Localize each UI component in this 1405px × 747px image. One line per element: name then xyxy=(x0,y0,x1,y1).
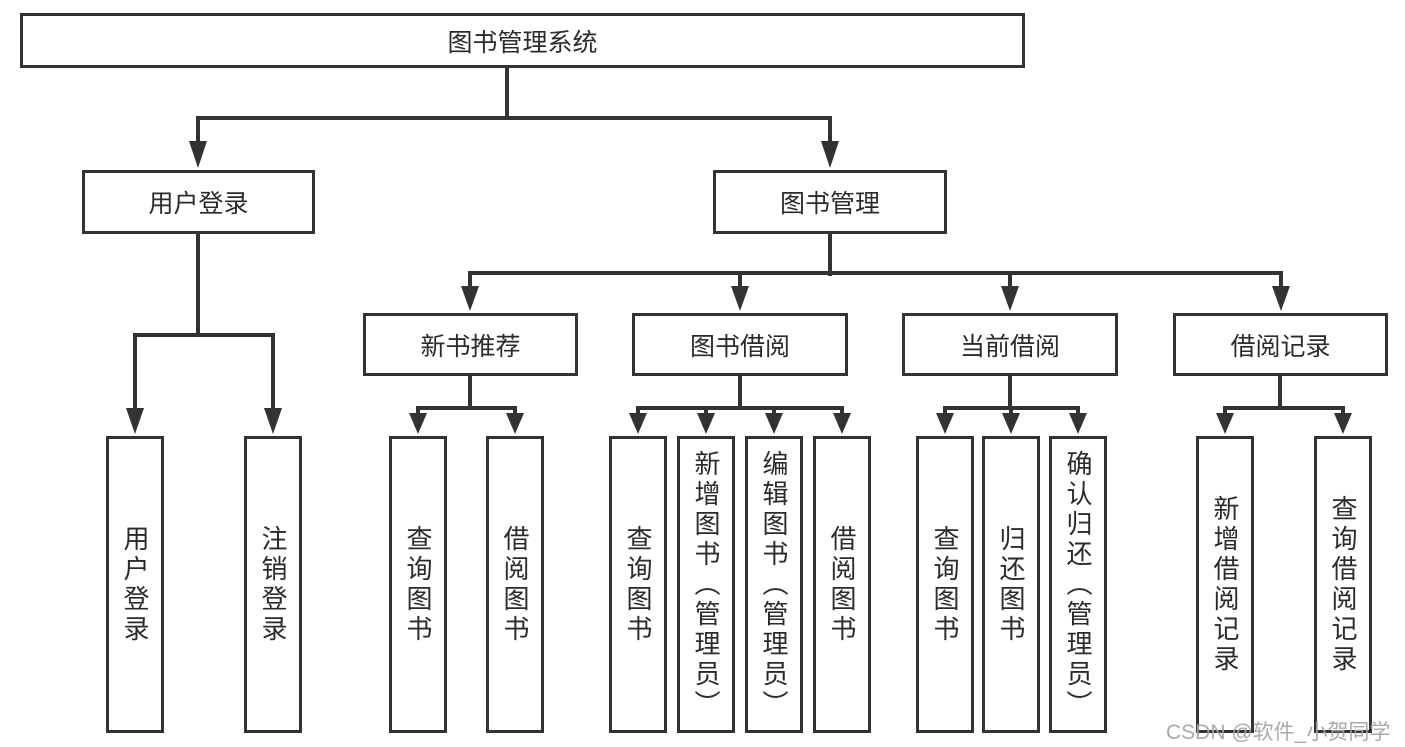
leaf-user-login: 用户登录 xyxy=(106,436,164,733)
leaf-query-borrow-record: 查询借阅记录 xyxy=(1314,436,1372,733)
node-borrow-records: 借阅记录 xyxy=(1173,313,1388,376)
node-book-borrow: 图书借阅 xyxy=(632,313,848,376)
leaf-recommend-borrow-books: 借阅图书 xyxy=(486,436,544,733)
node-user-login-branch: 用户登录 xyxy=(82,170,315,234)
leaf-add-borrow-record: 新增借阅记录 xyxy=(1196,436,1254,733)
leaf-current-query-books: 查询图书 xyxy=(916,436,974,733)
leaf-edit-book-admin: 编辑图书（管理员） xyxy=(745,436,803,733)
csdn-watermark: CSDN @软件_小贺同学 xyxy=(1166,721,1391,744)
leaf-recommend-query-books: 查询图书 xyxy=(389,436,447,733)
leaf-confirm-return-admin: 确认归还（管理员） xyxy=(1049,436,1107,733)
node-new-book-recommend: 新书推荐 xyxy=(363,313,578,376)
leaf-logout: 注销登录 xyxy=(244,436,302,733)
node-root-system: 图书管理系统 xyxy=(20,13,1025,68)
leaf-return-books: 归还图书 xyxy=(982,436,1040,733)
leaf-borrow-query-books: 查询图书 xyxy=(609,436,667,733)
leaf-borrow-books: 借阅图书 xyxy=(813,436,871,733)
node-book-management-branch: 图书管理 xyxy=(713,170,947,234)
node-current-borrow: 当前借阅 xyxy=(902,313,1118,376)
leaf-add-book-admin: 新增图书（管理员） xyxy=(677,436,735,733)
